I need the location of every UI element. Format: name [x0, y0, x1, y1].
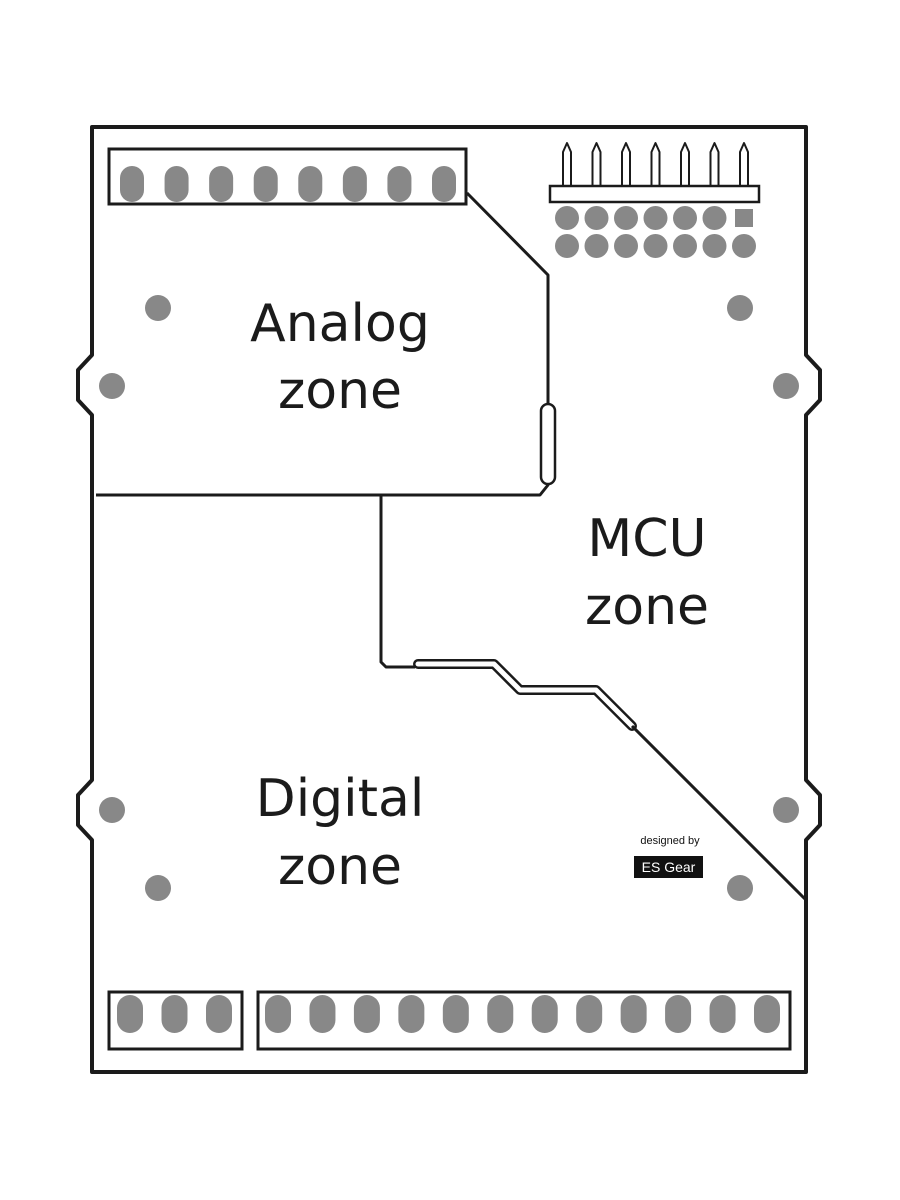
- terminal-screw-pad: [442, 995, 469, 1033]
- terminal-screw-pad: [309, 995, 336, 1033]
- mounting-hole: [727, 295, 753, 321]
- analog-terminal-pins: [120, 166, 456, 202]
- analog-zone-label-line2: zone: [278, 361, 402, 421]
- header-pad: [614, 234, 638, 258]
- terminal-screw-pad: [117, 995, 143, 1033]
- header-pin: [562, 142, 572, 188]
- header-pad: [555, 234, 579, 258]
- terminal-screw-pad: [620, 995, 647, 1033]
- terminal-screw-pad: [265, 995, 291, 1033]
- terminal-screw-pad: [161, 995, 188, 1033]
- analog-zone-label-line1: Analog: [250, 294, 430, 354]
- digital-zone-boundary: [379, 495, 415, 669]
- header-pad: [643, 234, 668, 258]
- designed-by-text: designed by: [640, 835, 700, 847]
- digital-zone-label-line1: Digital: [256, 769, 425, 829]
- mcu-zone-boundary: [630, 724, 808, 902]
- pin-header-pads: [555, 206, 756, 258]
- header-pad: [614, 206, 638, 230]
- terminal-screw-pad: [531, 995, 558, 1033]
- header-pad: [584, 234, 609, 258]
- terminal-screw-pad: [387, 166, 412, 202]
- terminal-screw-pad: [398, 995, 425, 1033]
- terminal-screw-pad: [576, 995, 603, 1033]
- terminal-screw-pad: [487, 995, 514, 1033]
- terminal-screw-pad: [709, 995, 736, 1033]
- terminal-screw-pad: [120, 166, 144, 202]
- mcu-zone-label-line2: zone: [585, 577, 709, 637]
- pin-header-body: [548, 184, 761, 204]
- header-pin: [591, 142, 602, 188]
- header-pad: [555, 206, 579, 230]
- terminal-screw-pad: [754, 995, 780, 1033]
- mounting-hole: [773, 797, 799, 823]
- mounting-hole: [99, 797, 125, 823]
- digital-zone-label-line2: zone: [278, 837, 402, 897]
- board-outline: [76, 125, 822, 1074]
- terminal-screw-pad: [665, 995, 692, 1033]
- mounting-hole: [773, 373, 799, 399]
- header-pin: [680, 142, 690, 188]
- power-terminal-pins: [117, 995, 232, 1033]
- header-pin: [739, 142, 749, 188]
- header-pad: [673, 206, 697, 230]
- header-pad: [643, 206, 668, 230]
- brand-tag: [634, 856, 703, 878]
- header-pad-pin1: [735, 209, 753, 227]
- mounting-hole: [99, 373, 125, 399]
- header-pin: [650, 142, 661, 188]
- mounting-hole: [145, 875, 171, 901]
- header-pad: [732, 234, 756, 258]
- header-pad: [702, 234, 727, 258]
- terminal-screw-pad: [209, 166, 234, 202]
- terminal-screw-pad: [432, 166, 456, 202]
- header-pad: [584, 206, 609, 230]
- analog-terminal-block: [107, 147, 468, 206]
- terminal-screw-pad: [164, 166, 189, 202]
- header-pin: [709, 142, 720, 188]
- brand-text: ES Gear: [642, 859, 696, 875]
- mounting-hole: [727, 875, 753, 901]
- terminal-screw-pad: [253, 166, 278, 202]
- analog-bridge-trace: [539, 402, 557, 486]
- digital-terminal-pins: [265, 995, 780, 1033]
- terminal-screw-pad: [206, 995, 232, 1033]
- digital-terminal-block: [256, 990, 792, 1051]
- digital-bridge-trace-inner: [415, 661, 635, 729]
- terminal-screw-pad: [342, 166, 367, 202]
- power-terminal-block: [107, 990, 244, 1051]
- header-pin: [621, 142, 631, 188]
- mcu-zone-label-line1: MCU: [587, 509, 706, 569]
- terminal-screw-pad: [353, 995, 380, 1033]
- mounting-hole: [145, 295, 171, 321]
- header-pad: [673, 234, 697, 258]
- pin-header-pins: [562, 142, 749, 188]
- terminal-screw-pad: [298, 166, 323, 202]
- header-pad: [702, 206, 727, 230]
